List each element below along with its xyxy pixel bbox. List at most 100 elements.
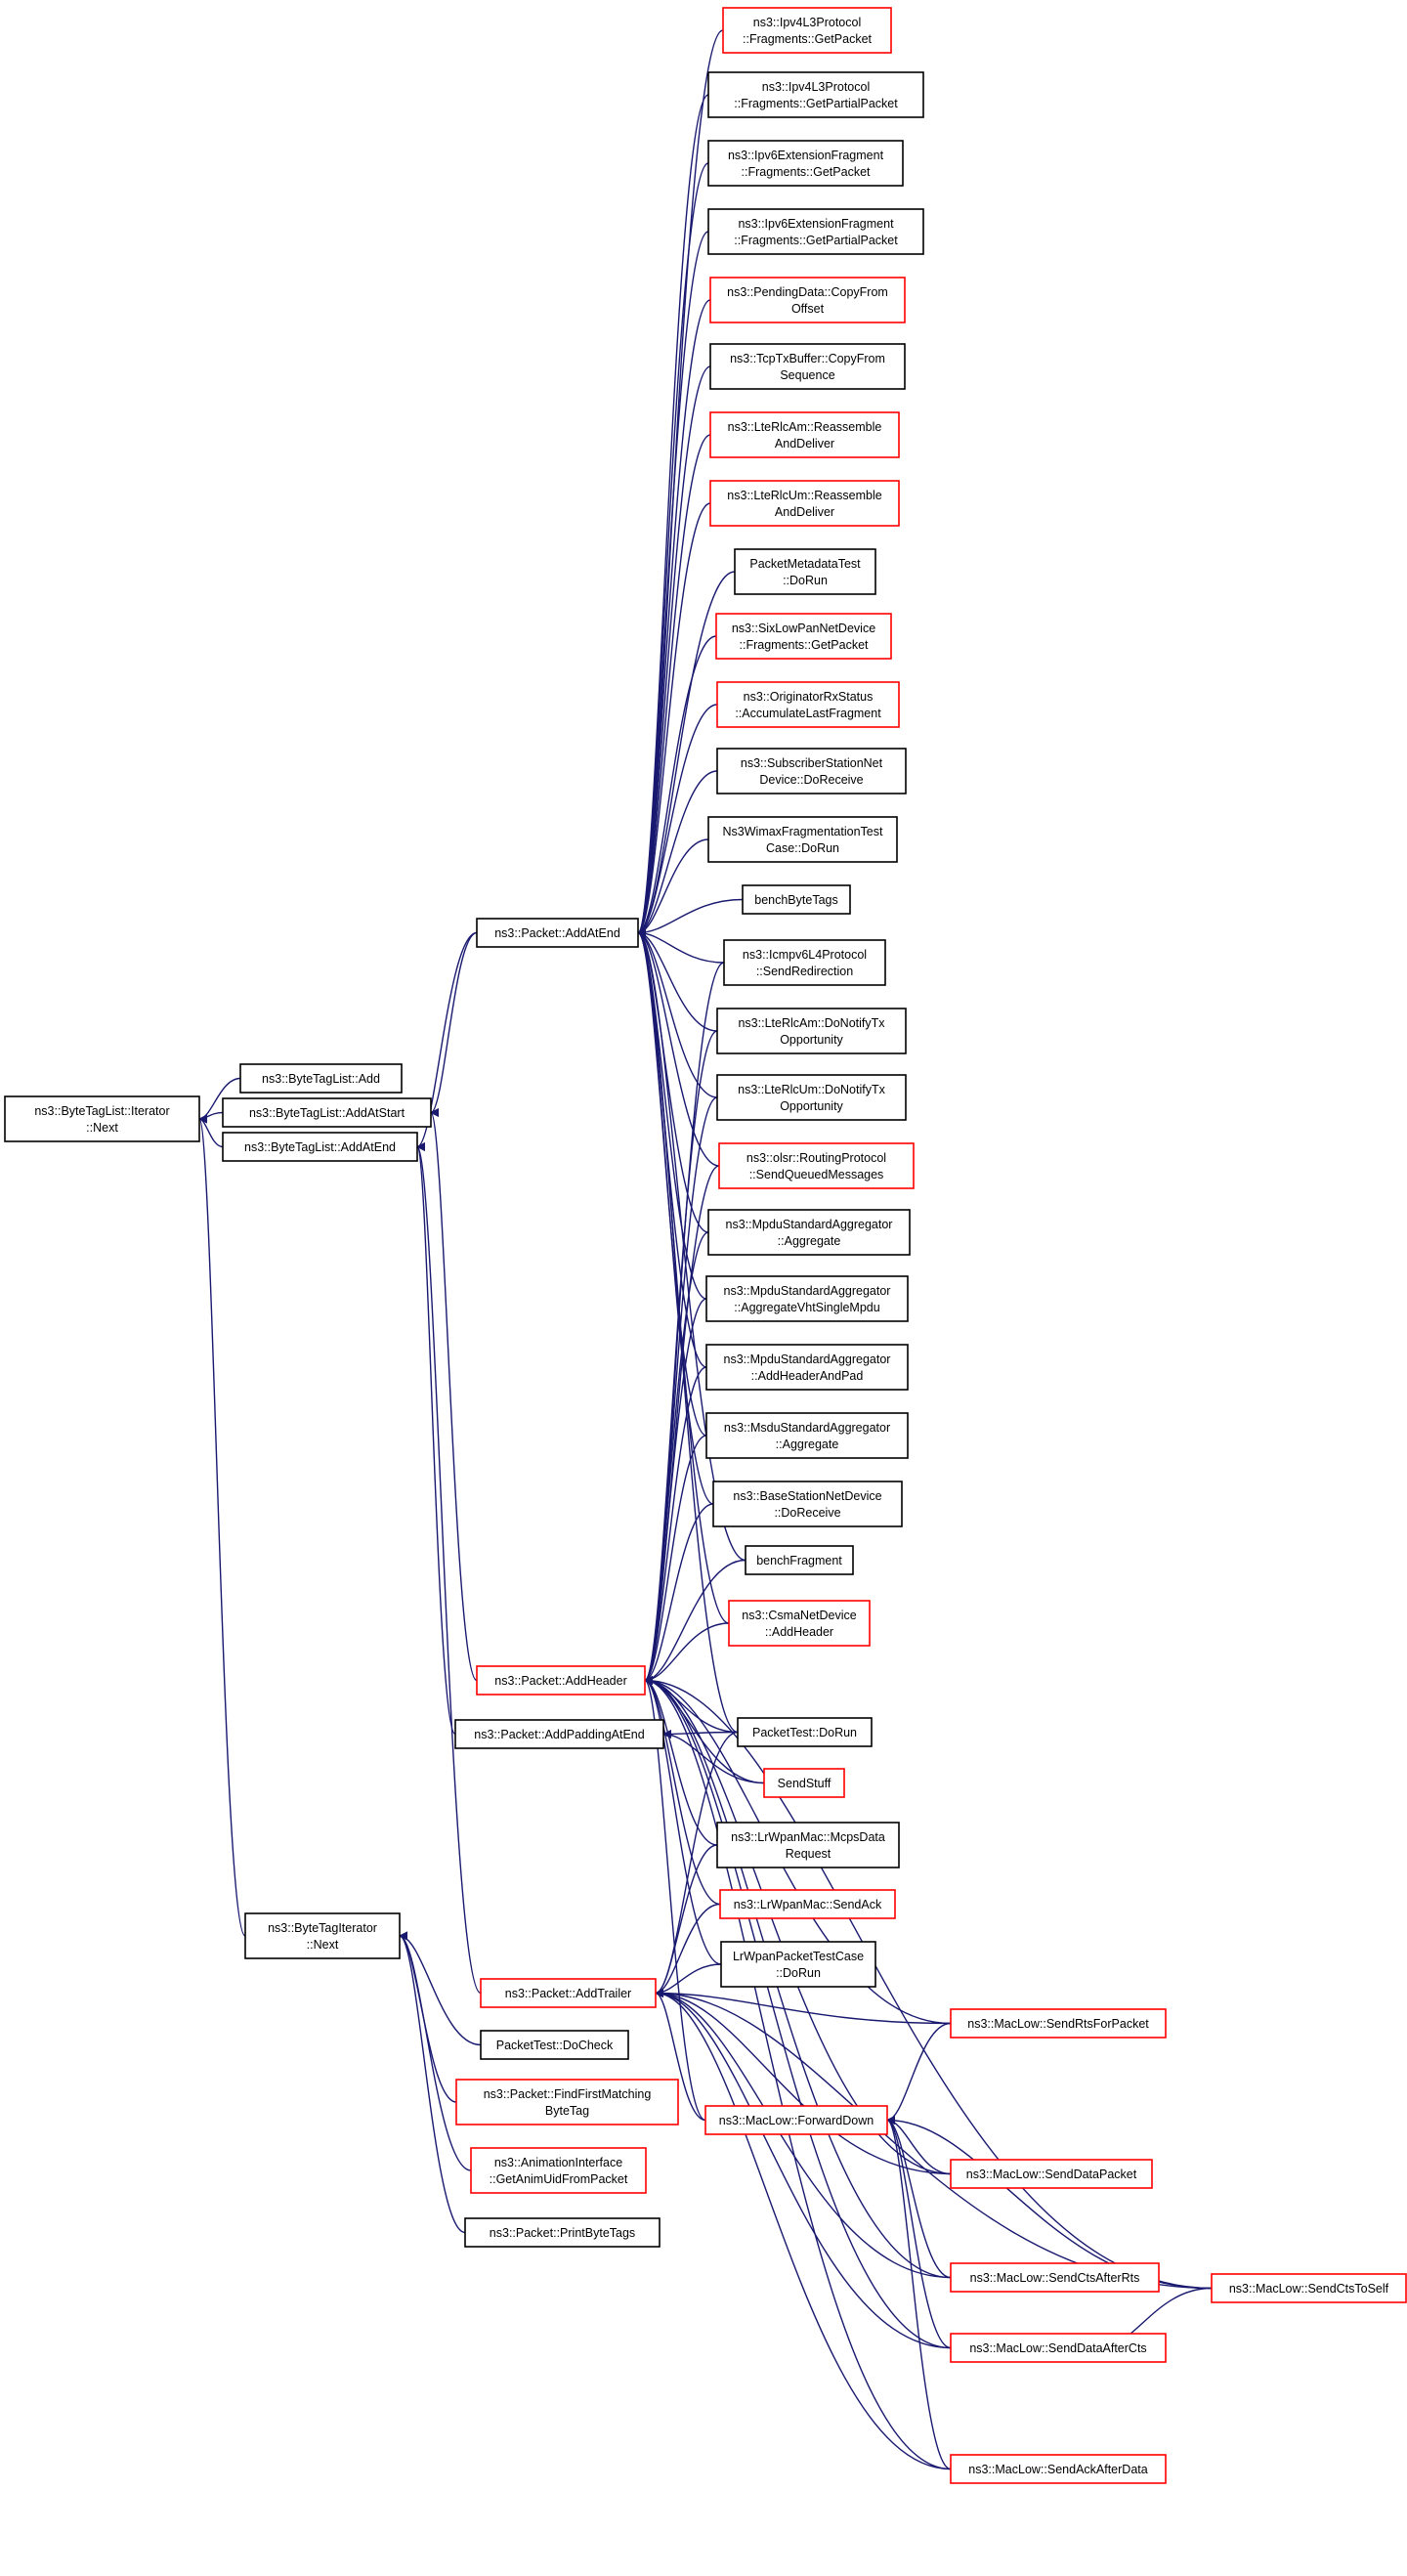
node-n11[interactable]: ns3::AnimationInterface::GetAnimUidFromP… <box>470 2147 647 2194</box>
node-n2[interactable]: ns3::ByteTagList::AddAtStart <box>222 1097 432 1128</box>
node-n49[interactable]: ns3::MacLow::SendCtsToSelf <box>1211 2273 1407 2303</box>
node-box[interactable] <box>464 2217 661 2248</box>
node-n13[interactable]: ns3::Ipv4L3Protocol::Fragments::GetPacke… <box>722 7 892 54</box>
node-box[interactable] <box>716 1074 907 1121</box>
node-n27[interactable]: ns3::Icmpv6L4Protocol::SendRedirection <box>723 939 886 986</box>
node-n48[interactable]: ns3::MacLow::SendAckAfterData <box>950 2454 1167 2484</box>
node-box[interactable] <box>709 411 900 458</box>
node-box[interactable] <box>763 1768 845 1798</box>
node-box[interactable] <box>222 1097 432 1128</box>
node-n23[interactable]: ns3::OriginatorRxStatus::AccumulateLastF… <box>716 681 900 728</box>
node-n42[interactable]: LrWpanPacketTestCase::DoRun <box>720 1941 876 1988</box>
node-n7[interactable]: ns3::Packet::AddPaddingAtEnd <box>454 1719 664 1749</box>
node-box[interactable] <box>728 1600 871 1647</box>
node-n36[interactable]: benchFragment <box>745 1545 854 1575</box>
node-box[interactable] <box>476 918 639 948</box>
node-box[interactable] <box>244 1912 401 1959</box>
node-box[interactable] <box>454 1719 664 1749</box>
node-box[interactable] <box>707 1209 911 1256</box>
node-box[interactable] <box>707 816 898 863</box>
node-box[interactable] <box>716 1822 900 1868</box>
node-n16[interactable]: ns3::Ipv6ExtensionFragment::Fragments::G… <box>707 208 924 255</box>
node-n6[interactable]: ns3::Packet::AddHeader <box>476 1665 646 1696</box>
node-box[interactable] <box>950 2159 1153 2189</box>
node-box[interactable] <box>455 2079 679 2125</box>
node-n43[interactable]: ns3::MacLow::ForwardDown <box>704 2105 888 2135</box>
node-box[interactable] <box>718 1142 915 1189</box>
node-box[interactable] <box>705 1412 909 1459</box>
node-box[interactable] <box>742 884 851 915</box>
node-n41[interactable]: ns3::LrWpanMac::SendAck <box>719 1889 896 1919</box>
node-box[interactable] <box>712 1481 903 1527</box>
node-box[interactable] <box>222 1132 418 1162</box>
node-box[interactable] <box>707 140 904 187</box>
node-n47[interactable]: ns3::MacLow::SendDataAfterCts <box>950 2333 1167 2363</box>
node-box[interactable] <box>4 1095 200 1142</box>
node-box[interactable] <box>722 7 892 54</box>
node-box[interactable] <box>709 277 906 323</box>
node-box[interactable] <box>950 2262 1160 2293</box>
node-n39[interactable]: SendStuff <box>763 1768 845 1798</box>
node-n5[interactable]: ns3::Packet::AddAtEnd <box>476 918 639 948</box>
node-n32[interactable]: ns3::MpduStandardAggregator::AggregateVh… <box>705 1275 909 1322</box>
node-n22[interactable]: ns3::SixLowPanNetDevice::Fragments::GetP… <box>715 613 892 660</box>
node-box[interactable] <box>1211 2273 1407 2303</box>
node-box[interactable] <box>480 2030 629 2060</box>
node-box[interactable] <box>745 1545 854 1575</box>
node-box[interactable] <box>723 939 886 986</box>
node-box[interactable] <box>705 1344 909 1391</box>
node-box[interactable] <box>709 343 906 390</box>
node-n44[interactable]: ns3::MacLow::SendRtsForPacket <box>950 2008 1167 2039</box>
node-n34[interactable]: ns3::MsduStandardAggregator::Aggregate <box>705 1412 909 1459</box>
node-n26[interactable]: benchByteTags <box>742 884 851 915</box>
node-box[interactable] <box>950 2008 1167 2039</box>
node-box[interactable] <box>239 1063 403 1094</box>
node-n46[interactable]: ns3::MacLow::SendCtsAfterRts <box>950 2262 1160 2293</box>
node-box[interactable] <box>734 548 876 595</box>
node-n4[interactable]: ns3::ByteTagIterator::Next <box>244 1912 401 1959</box>
node-box[interactable] <box>950 2333 1167 2363</box>
node-box[interactable] <box>480 1978 657 2008</box>
node-n30[interactable]: ns3::olsr::RoutingProtocol::SendQueuedMe… <box>718 1142 915 1189</box>
node-n12[interactable]: ns3::Packet::PrintByteTags <box>464 2217 661 2248</box>
node-box[interactable] <box>737 1717 873 1747</box>
node-n1[interactable]: ns3::ByteTagList::Add <box>239 1063 403 1094</box>
node-box[interactable] <box>705 1275 909 1322</box>
node-n21[interactable]: PacketMetadataTest::DoRun <box>734 548 876 595</box>
node-n0[interactable]: ns3::ByteTagList::Iterator::Next <box>4 1095 200 1142</box>
node-n8[interactable]: ns3::Packet::AddTrailer <box>480 1978 657 2008</box>
node-box[interactable] <box>715 613 892 660</box>
node-n15[interactable]: ns3::Ipv6ExtensionFragment::Fragments::G… <box>707 140 904 187</box>
node-n14[interactable]: ns3::Ipv4L3Protocol::Fragments::GetParti… <box>707 71 924 118</box>
node-box[interactable] <box>719 1889 896 1919</box>
node-n31[interactable]: ns3::MpduStandardAggregator::Aggregate <box>707 1209 911 1256</box>
node-n24[interactable]: ns3::SubscriberStationNetDevice::DoRecei… <box>716 748 907 794</box>
node-n33[interactable]: ns3::MpduStandardAggregator::AddHeaderAn… <box>705 1344 909 1391</box>
node-box[interactable] <box>720 1941 876 1988</box>
node-n3[interactable]: ns3::ByteTagList::AddAtEnd <box>222 1132 418 1162</box>
node-n38[interactable]: PacketTest::DoRun <box>737 1717 873 1747</box>
node-box[interactable] <box>707 71 924 118</box>
node-box[interactable] <box>707 208 924 255</box>
node-box[interactable] <box>470 2147 647 2194</box>
node-n35[interactable]: ns3::BaseStationNetDevice::DoReceive <box>712 1481 903 1527</box>
node-box[interactable] <box>476 1665 646 1696</box>
node-n9[interactable]: PacketTest::DoCheck <box>480 2030 629 2060</box>
node-n37[interactable]: ns3::CsmaNetDevice::AddHeader <box>728 1600 871 1647</box>
node-box[interactable] <box>716 748 907 794</box>
node-box[interactable] <box>716 681 900 728</box>
node-box[interactable] <box>709 480 900 527</box>
node-box[interactable] <box>950 2454 1167 2484</box>
node-box[interactable] <box>704 2105 888 2135</box>
node-n45[interactable]: ns3::MacLow::SendDataPacket <box>950 2159 1153 2189</box>
node-box[interactable] <box>716 1008 907 1054</box>
